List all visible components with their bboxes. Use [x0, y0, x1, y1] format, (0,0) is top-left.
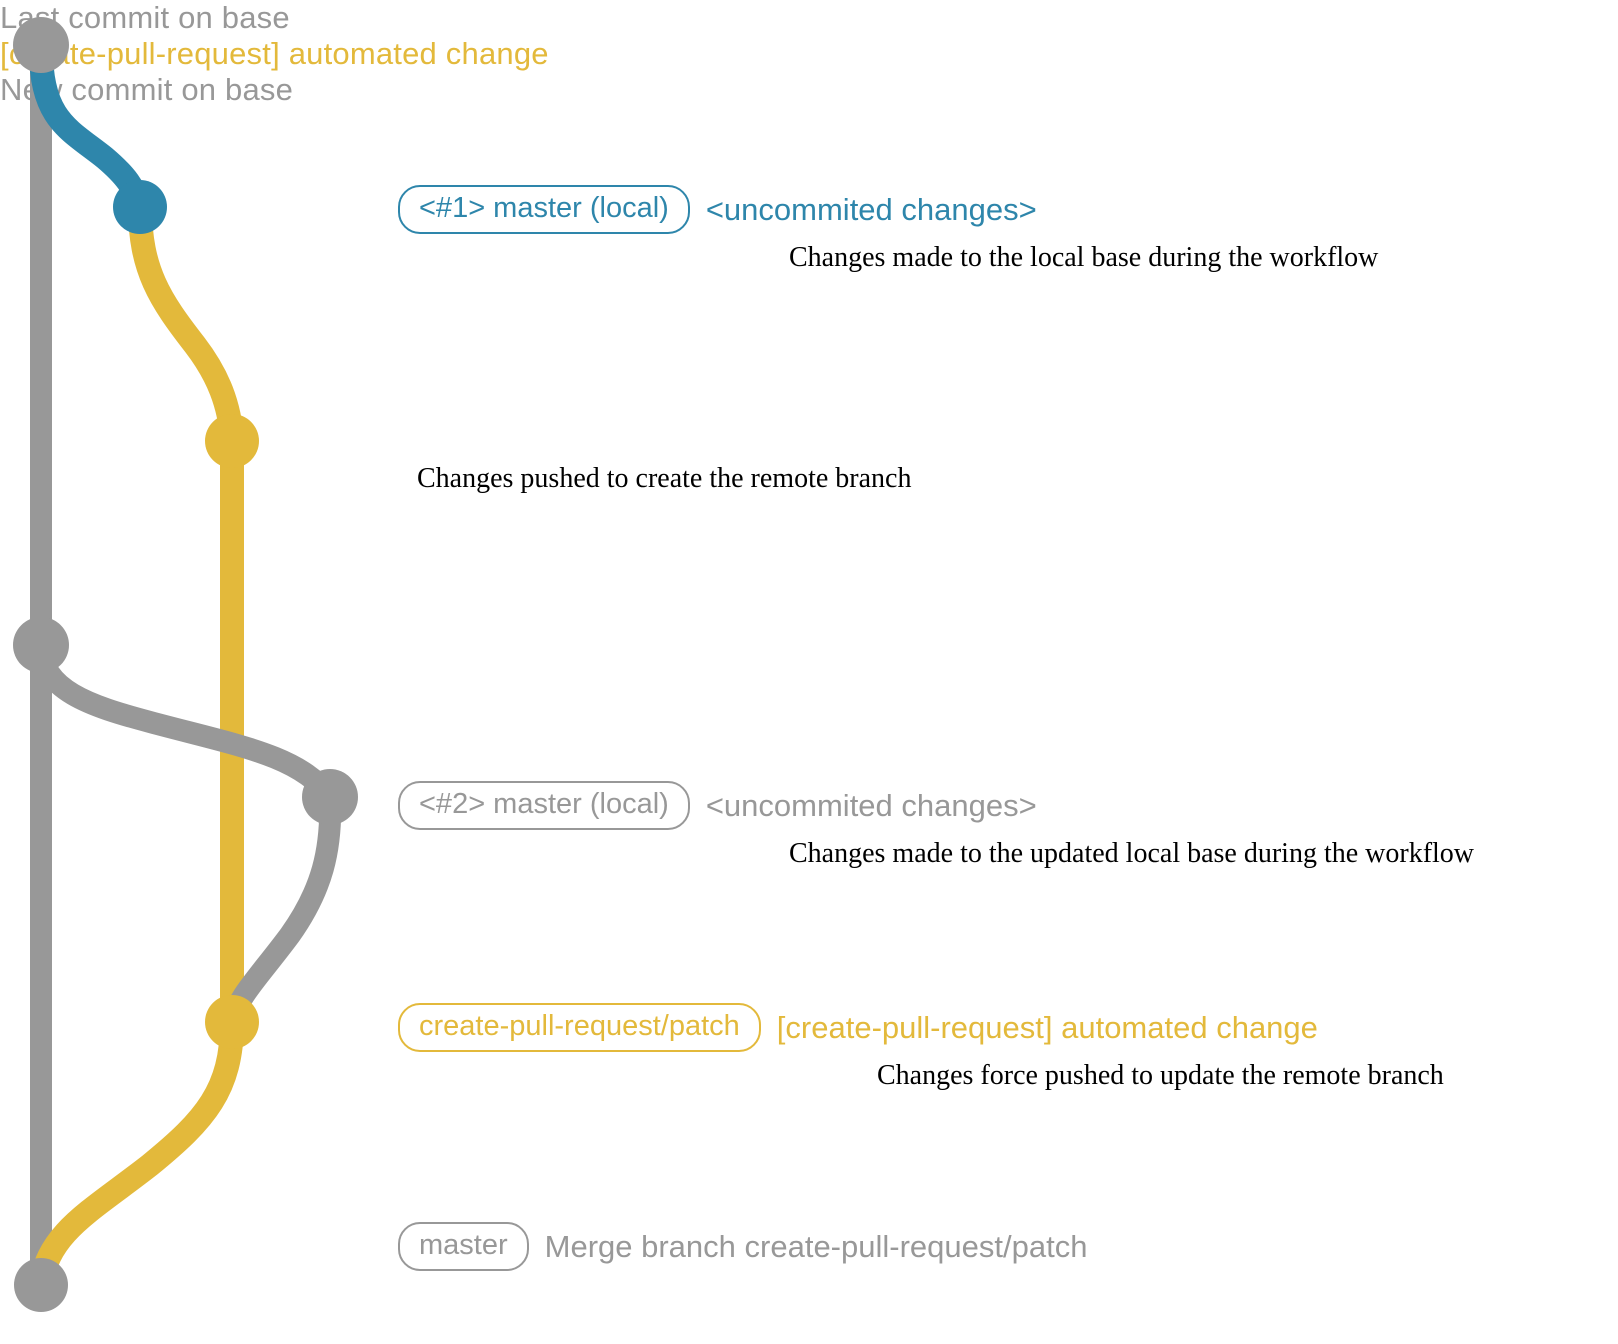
commit-description-1: Changes made to the local base during th… — [789, 242, 1379, 273]
branch-badge-master[interactable]: master — [398, 1222, 529, 1271]
commit-message-2: [create-pull-request] automated change — [0, 36, 549, 71]
commit-description-4: Changes force pushed to update the remot… — [877, 1060, 1444, 1091]
commit-row-4: create-pull-request/patch [create-pull-r… — [398, 1003, 1318, 1052]
commit-node-remote-2[interactable] — [205, 995, 259, 1049]
branch-badge-create-pull-request-patch[interactable]: create-pull-request/patch — [398, 1003, 761, 1052]
commit-row-3: <#2> master (local) <uncommited changes> — [398, 781, 1037, 830]
commit-row-1: <#1> master (local) <uncommited changes> — [398, 185, 1037, 234]
edge-local1-to-remote1 — [128, 195, 244, 453]
commit-node-base-last[interactable] — [13, 17, 69, 73]
commit-node-local-1[interactable] — [113, 180, 167, 234]
commit-node-local-2[interactable] — [302, 769, 358, 825]
branch-badge-master-local-1[interactable]: <#1> master (local) — [398, 185, 690, 234]
commit-node-merge[interactable] — [14, 1258, 68, 1312]
commit-row-5: master Merge branch create-pull-request/… — [398, 1222, 1087, 1271]
branch-badge-master-local-2[interactable]: <#2> master (local) — [398, 781, 690, 830]
edge-remote2-to-merge — [29, 1010, 244, 1297]
commit-message-3: <uncommited changes> — [705, 787, 1037, 823]
edge-basenew-to-local2 — [30, 634, 341, 808]
edge-local2-to-remote2 — [221, 786, 342, 1033]
commit-node-base-new[interactable] — [13, 617, 69, 673]
commit-message-4: [create-pull-request] automated change — [776, 1009, 1318, 1045]
commit-message-5: Merge branch create-pull-request/patch — [544, 1228, 1088, 1264]
commit-message-1: <uncommited changes> — [705, 191, 1037, 227]
edge-base-to-local1 — [29, 38, 152, 219]
commit-description-2: Changes pushed to create the remote bran… — [417, 463, 912, 494]
commit-description-3: Changes made to the updated local base d… — [789, 838, 1475, 869]
commit-node-remote-1[interactable] — [205, 414, 259, 468]
